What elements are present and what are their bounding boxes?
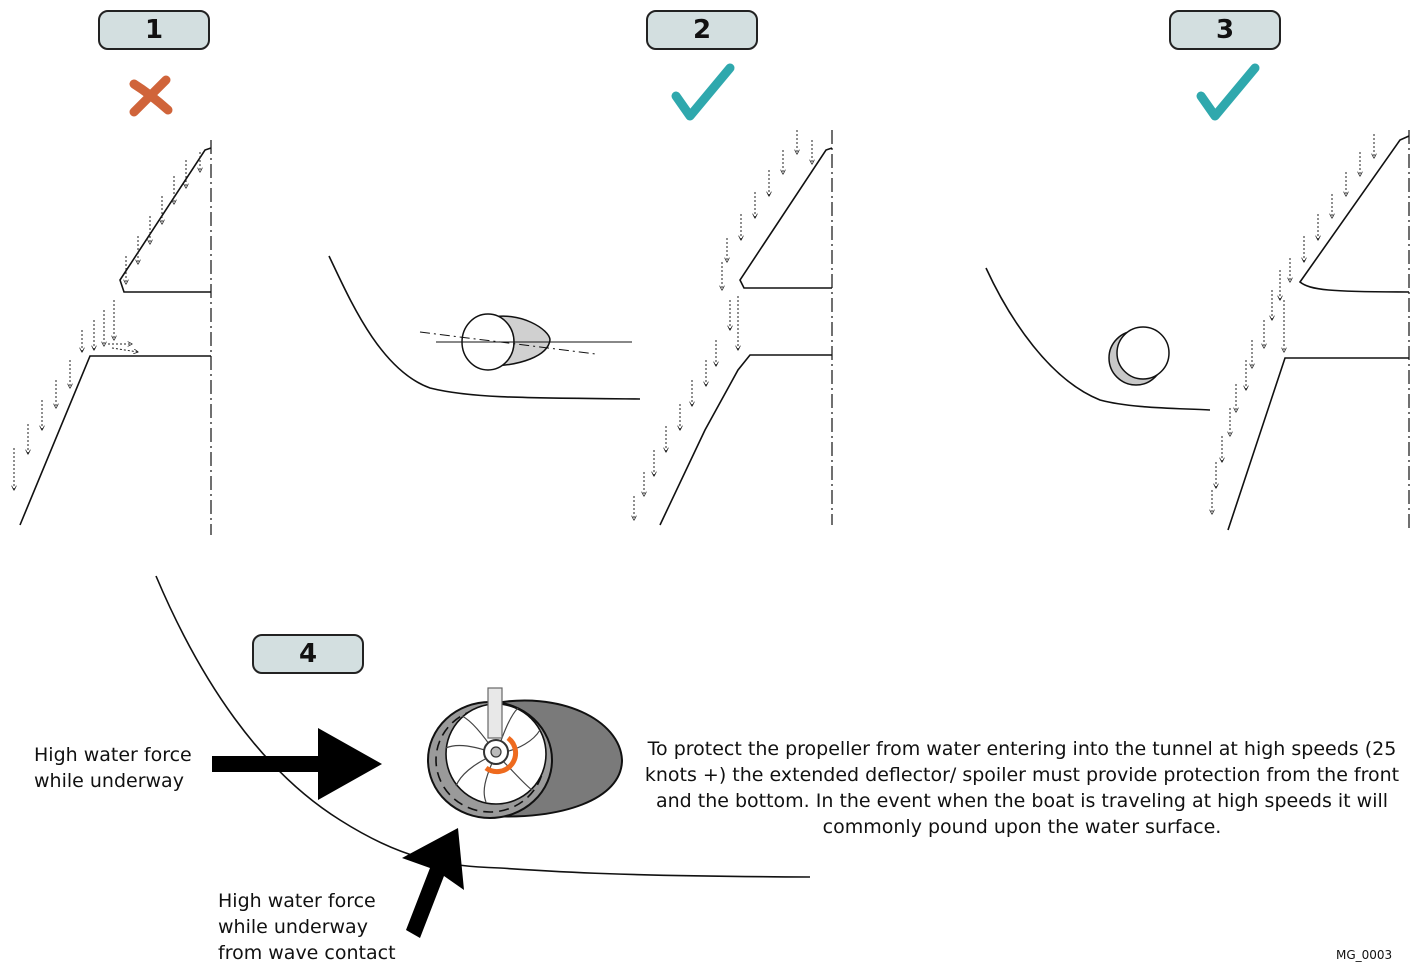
propeller-hub-accent xyxy=(484,735,519,775)
propeller-icon xyxy=(445,687,541,803)
panel-3-tunnel-section xyxy=(1227,130,1410,531)
cross-icon xyxy=(129,75,173,117)
panel-1-number: 1 xyxy=(144,15,164,45)
panel-2-number: 2 xyxy=(692,15,712,45)
panel-4-badge: 4 xyxy=(252,634,364,674)
bottom-force-arrow xyxy=(402,828,464,938)
panel-2-flow-arrows xyxy=(634,130,812,520)
panel-3-hull xyxy=(985,267,1211,411)
panel-2-tunnel xyxy=(419,313,632,371)
panel-3-tunnel xyxy=(1108,326,1170,386)
panel-2-badge: 2 xyxy=(646,10,758,50)
panel-3-badge: 3 xyxy=(1169,10,1281,50)
check-icon xyxy=(1196,63,1260,121)
check-icon xyxy=(671,63,735,121)
reference-code: MG_0003 xyxy=(1336,948,1393,962)
front-force-label: High water force while underway xyxy=(34,744,192,792)
panel-2-tunnel-section xyxy=(659,130,833,526)
panel-1-tunnel-section xyxy=(19,140,212,535)
panel-1-badge: 1 xyxy=(98,10,210,50)
panel-4-number: 4 xyxy=(298,639,318,669)
front-force-arrow xyxy=(212,728,382,800)
panel-3-number: 3 xyxy=(1215,15,1235,45)
panel-2-hull xyxy=(328,255,641,400)
bottom-force-label: High water force while underway from wav… xyxy=(218,890,396,964)
panel-4-tunnel xyxy=(427,699,624,819)
panel-3-flow-arrows xyxy=(1212,134,1374,514)
description-text: To protect the propeller from water ente… xyxy=(644,738,1400,838)
panel-1-flow-arrows xyxy=(14,152,200,490)
